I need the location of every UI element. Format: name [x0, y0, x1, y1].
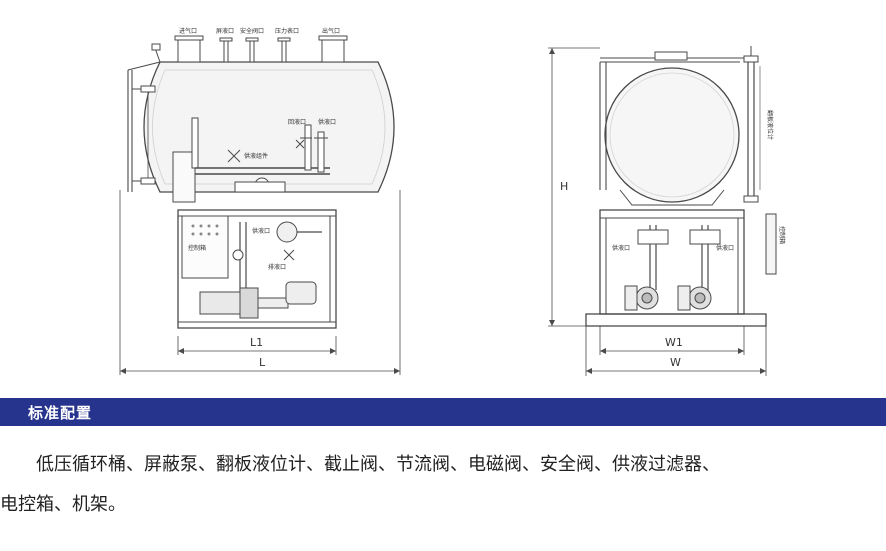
- side-view: [119, 35, 401, 375]
- dim-label-h: H: [560, 180, 568, 193]
- dim-label-l1: L1: [250, 336, 263, 349]
- label-side-supply: 供液口: [252, 227, 270, 235]
- label-supply-port-top: 供液口: [318, 118, 336, 126]
- dim-label-l: L: [259, 356, 266, 369]
- front-base: [585, 313, 767, 327]
- port-label-safety-valve: 安全阀口: [240, 27, 264, 35]
- label-side-control-box: 控制箱: [188, 244, 206, 252]
- config-line-2: 电控箱、机架。: [0, 494, 126, 515]
- side-vessel: [143, 61, 395, 193]
- label-front-supply-right: 供液口: [716, 244, 734, 252]
- port-label-gas-out: 出气口: [322, 27, 340, 35]
- side-pump: [199, 291, 241, 315]
- front-view: [548, 46, 777, 376]
- dim-label-w1: W1: [665, 336, 683, 349]
- label-front-supply-left: 供液口: [612, 244, 630, 252]
- front-vessel: [604, 67, 740, 203]
- port-label-pressure-gauge: 压力表口: [275, 27, 299, 35]
- front-control-box: [765, 213, 777, 275]
- port-label-drain: 屏液口: [216, 27, 234, 35]
- side-frame: [177, 209, 337, 329]
- config-line-1: 低压循环桶、屏蔽泵、翻板液位计、截止阀、节流阀、电磁阀、安全阀、供液过滤器、: [36, 454, 720, 475]
- dim-label-w: W: [670, 356, 681, 369]
- config-description: 低压循环桶、屏蔽泵、翻板液位计、截止阀、节流阀、电磁阀、安全阀、供液过滤器、 电…: [0, 445, 886, 525]
- front-frame: [599, 209, 745, 315]
- label-level-gauge: 翻板液位计: [766, 110, 774, 140]
- side-control-box: [181, 215, 229, 279]
- label-front-control-box: 控制箱: [778, 226, 786, 244]
- port-label-gas-in: 进气口: [179, 27, 197, 35]
- equipment-drawing: 进气口 屏液口 安全阀口 压力表口 出气口 回液口 供液口 供液组件 控制箱 供…: [119, 27, 786, 376]
- label-side-discharge: 排液口: [268, 263, 286, 271]
- section-banner: 标准配置: [0, 398, 886, 426]
- section-title: 标准配置: [28, 404, 93, 422]
- label-valve-group: 供液组件: [244, 152, 268, 160]
- label-return-port: 回液口: [288, 118, 306, 126]
